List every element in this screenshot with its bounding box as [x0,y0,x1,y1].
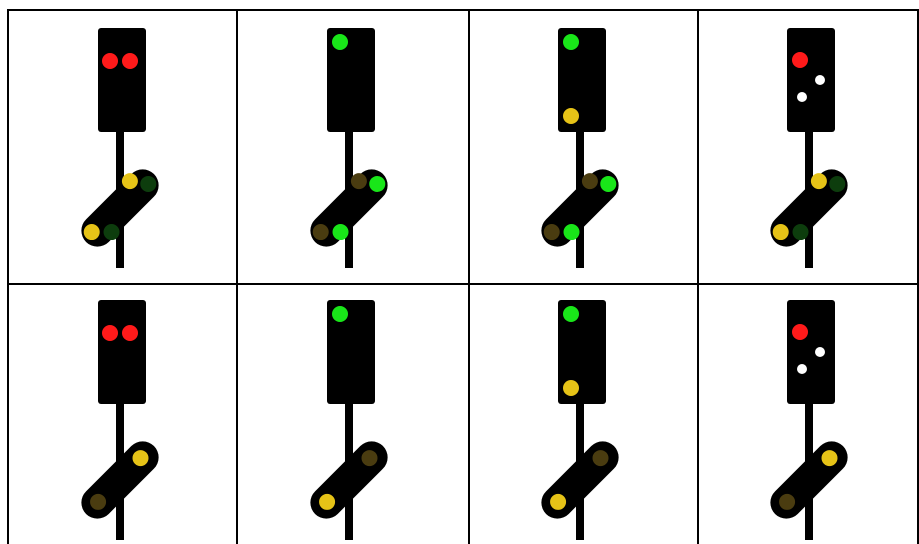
yellow-lamp [563,108,579,124]
yellow-lamp [779,493,796,510]
main-signal-head [327,28,375,132]
yellow-lamp [132,450,149,467]
main-signal-head [98,28,146,132]
red-lamp [102,53,118,69]
yellow-lamp [821,450,838,467]
distant-signal-body [770,169,848,247]
distant-signal-head [770,441,848,519]
yellow-lamp [90,493,107,510]
distant-signal-body [310,169,388,247]
white-lamp [797,364,807,374]
yellow-lamp [810,173,827,190]
white-lamp [815,75,825,85]
distant-signal-head [541,441,619,519]
yellow-lamp [361,450,378,467]
green-lamp [563,34,579,50]
yellow-lamp [319,493,336,510]
yellow-lamp [83,224,100,241]
yellow-lamp [543,224,560,241]
yellow-lamp [121,173,138,190]
green-lamp [600,175,617,192]
distant-signal-head [310,441,388,519]
main-signal-head [558,28,606,132]
table-grid [7,9,919,544]
signal-cell [541,300,619,540]
yellow-lamp [563,380,579,396]
yellow-lamp [312,224,329,241]
distant-signal-head [541,169,619,247]
signal-cell [770,300,848,540]
main-signal-head [327,300,375,404]
red-lamp [792,324,808,340]
signal-cell [81,300,159,540]
green-lamp [563,306,579,322]
distant-signal-head [81,169,159,247]
red-lamp [792,52,808,68]
red-lamp [122,325,138,341]
distant-signal-body [81,169,159,247]
yellow-lamp [550,493,567,510]
green-lamp [829,175,846,192]
red-lamp [122,53,138,69]
signal-cell [541,28,619,268]
yellow-lamp [350,173,367,190]
signal-cell [310,28,388,268]
signal-cell [81,28,159,268]
main-signal-head [787,28,835,132]
red-lamp [102,325,118,341]
white-lamp [797,92,807,102]
distant-signal-head [81,441,159,519]
green-lamp [563,224,580,241]
signal-cell [310,300,388,540]
green-lamp [332,224,349,241]
yellow-lamp [581,173,598,190]
distant-signal-body [541,169,619,247]
distant-signal-head [770,169,848,247]
main-signal-head [558,300,606,404]
signal-cell [770,28,848,268]
table-border [7,9,919,544]
green-lamp [103,224,120,241]
green-lamp [792,224,809,241]
green-lamp [332,306,348,322]
green-lamp [140,175,157,192]
green-lamp [332,34,348,50]
distant-signal-head [310,169,388,247]
green-lamp [369,175,386,192]
main-signal-head [98,300,146,404]
yellow-lamp [592,450,609,467]
yellow-lamp [772,224,789,241]
white-lamp [815,347,825,357]
main-signal-head [787,300,835,404]
